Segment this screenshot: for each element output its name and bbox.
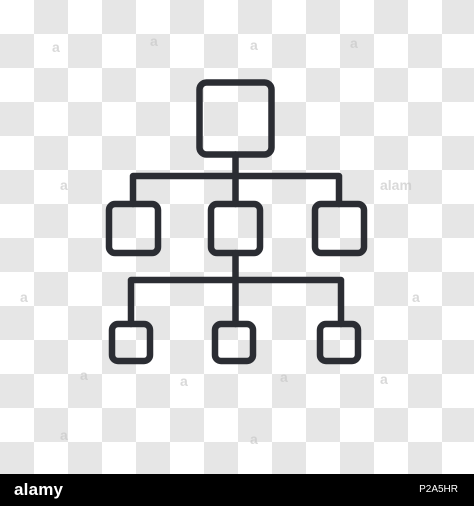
watermark-logo: a <box>350 35 358 51</box>
watermark-logo: a <box>60 427 68 443</box>
level2-branch-bar <box>127 276 345 328</box>
root-node-box <box>196 79 275 158</box>
watermark-logo: a <box>180 373 188 389</box>
level1-node-center <box>207 200 264 257</box>
level2-node-right <box>316 320 362 365</box>
watermark-logo: a <box>150 33 158 49</box>
alamy-logo: alamy <box>14 480 64 499</box>
watermark-logo: a <box>80 367 88 383</box>
watermark-logo: alam <box>380 177 412 193</box>
watermark-logo: a <box>52 39 60 55</box>
watermark-logo: a <box>250 37 258 53</box>
level1-branch-bar <box>129 172 343 208</box>
watermark-logo: a <box>280 369 288 385</box>
hierarchy-structure-icon <box>105 79 368 365</box>
image-id-label: P2A5HR <box>419 484 458 495</box>
level1-node-right <box>311 200 368 257</box>
level1-node-left <box>105 200 162 257</box>
watermark-pattern: a a a a a alam a a a a a a a a <box>20 33 420 447</box>
level2-node-left <box>108 320 154 365</box>
transparency-checkerboard <box>0 0 474 474</box>
watermark-logo: a <box>412 289 420 305</box>
watermark-logo: a <box>250 431 258 447</box>
watermark-logo: a <box>60 177 68 193</box>
level2-node-center <box>211 320 257 365</box>
watermark-logo: a <box>380 371 388 387</box>
watermark-logo: a <box>20 289 28 305</box>
stock-footer-bar: alamy P2A5HR <box>0 474 474 506</box>
